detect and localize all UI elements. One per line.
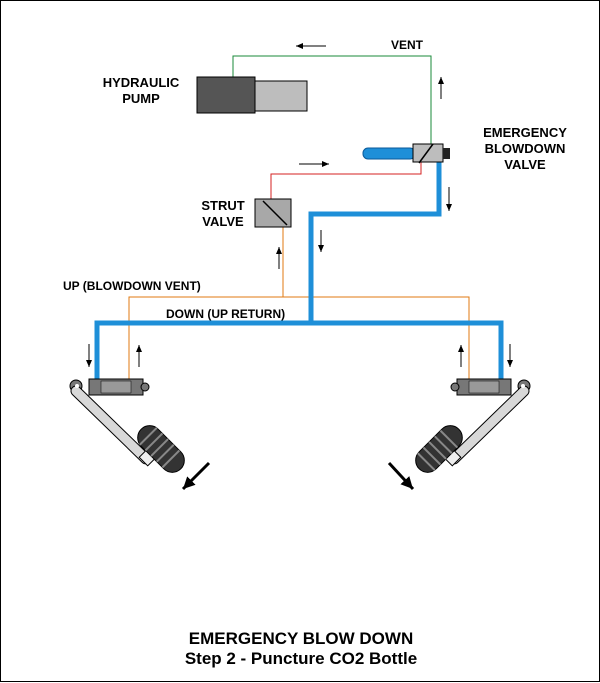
strut-valve	[254, 198, 292, 228]
emergency-valve-label-line2: BLOWDOWN	[485, 141, 566, 156]
strut-valve-label-line1: STRUT	[201, 198, 244, 213]
pressure-line-down	[94, 320, 504, 383]
caption-title: EMERGENCY BLOW DOWN	[189, 629, 413, 648]
orange-up-line	[128, 296, 470, 381]
vent-label: VENT	[391, 38, 424, 52]
hydraulic-pump-label-line2: PUMP	[122, 91, 160, 106]
down-line-label: DOWN (UP RETURN)	[166, 307, 285, 321]
right-landing-gear	[415, 378, 531, 473]
hydraulic-pump	[196, 76, 308, 114]
strut-valve-label-line2: VALVE	[202, 214, 244, 229]
pressure-line-main	[308, 161, 442, 323]
emergency-blowdown-valve	[362, 143, 450, 164]
vent-line	[232, 55, 432, 149]
red-line	[270, 161, 422, 199]
gear-down-arrow-right	[387, 461, 415, 491]
left-landing-gear	[69, 378, 185, 473]
hydraulic-pump-label-line1: HYDRAULIC	[103, 75, 180, 90]
emergency-valve-label-line3: VALVE	[504, 157, 546, 172]
up-line-label: UP (BLOWDOWN VENT)	[63, 279, 201, 293]
caption-subtitle: Step 2 - Puncture CO2 Bottle	[185, 649, 417, 668]
emergency-valve-label-line1: EMERGENCY	[483, 125, 567, 140]
gear-down-arrow-left	[181, 461, 211, 491]
